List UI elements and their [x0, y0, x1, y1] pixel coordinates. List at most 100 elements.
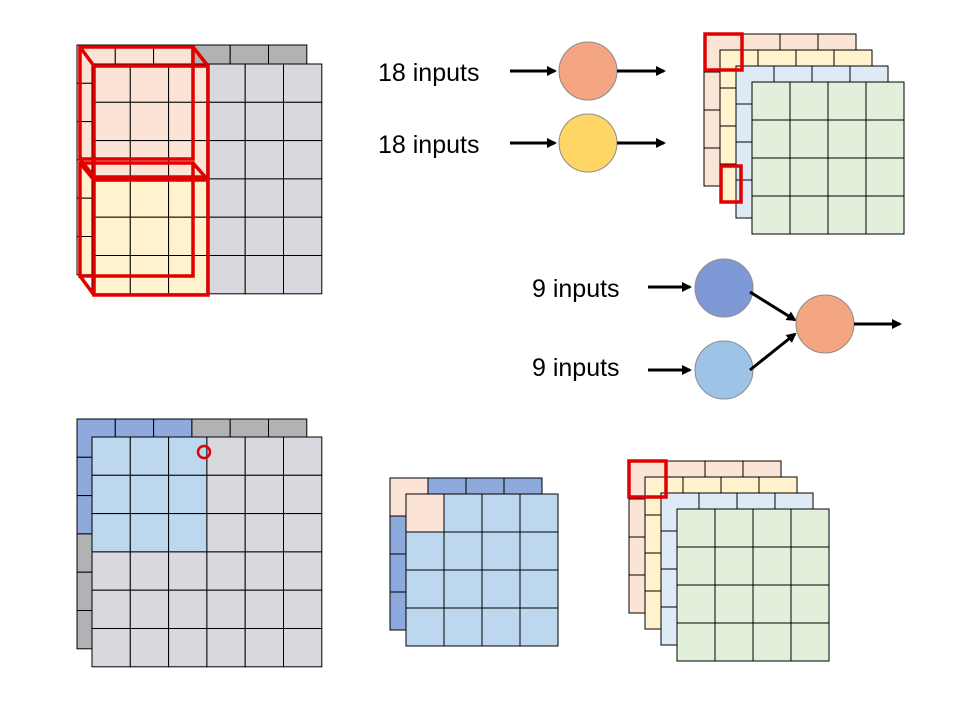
depthwise-output-front-cell: [519, 493, 559, 533]
depthwise-output-front-cell: [443, 569, 483, 609]
kernel-window-top-front: [92, 64, 210, 179]
depthwise-front-layer-cell: [129, 474, 170, 515]
neuron-blue-dark: [694, 258, 754, 318]
depthwise-front-layer-cell: [283, 551, 323, 591]
input-front-layer-cell: [129, 178, 170, 218]
label-top-neuron-2: 18 inputs: [378, 131, 480, 159]
kernel-edge: [78, 161, 96, 182]
input-front-layer-cell: [206, 63, 246, 103]
pointwise-map-green-cell: [714, 546, 754, 586]
depthwise-front-layer-cell: [129, 513, 170, 553]
input-front-layer-cell: [129, 216, 170, 256]
depthwise-output-front-cell: [519, 607, 559, 647]
depthwise-front-layer-cell: [129, 436, 170, 476]
pointwise-map-green-cell: [714, 584, 754, 624]
depthwise-front-layer-cell: [283, 474, 323, 515]
depthwise-front-layer-cell: [91, 513, 131, 553]
depthwise-front-layer-cell: [283, 589, 323, 630]
pointwise-map-green-cell: [752, 584, 792, 624]
depthwise-output-front-cell: [405, 531, 445, 571]
pointwise-cell-highlight: [627, 459, 668, 499]
input-front-layer-cell: [283, 140, 323, 180]
output-map-green-cell: [827, 119, 867, 159]
neuron-output: [795, 294, 855, 354]
kernel-window-bottom-back: [78, 161, 195, 278]
input-front-layer-cell: [244, 178, 284, 218]
depthwise-front-layer-cell: [244, 513, 284, 553]
output-map-green-cell: [865, 81, 905, 121]
depthwise-output-front-cell: [405, 569, 445, 609]
input-front-layer-cell: [91, 63, 131, 103]
kernel-edge: [78, 274, 96, 297]
input-front-layer-cell: [168, 63, 208, 103]
input-front-layer-cell: [244, 255, 284, 295]
pointwise-map-green-cell: [714, 508, 754, 548]
depthwise-front-layer-cell: [91, 589, 131, 630]
output-map-green-cell: [827, 157, 867, 197]
input-front-layer-cell: [206, 140, 246, 180]
depthwise-front-layer-cell: [283, 513, 323, 553]
depthwise-front-layer-cell: [168, 589, 208, 630]
input-front-layer-cell: [129, 101, 170, 142]
neuron-orange: [558, 41, 618, 101]
pointwise-map-green-cell: [790, 546, 830, 586]
input-front-layer-cell: [283, 216, 323, 256]
pointwise-map-green-cell: [676, 546, 716, 586]
pointwise-map-green-cell: [790, 622, 830, 662]
depthwise-front-layer-cell: [283, 436, 323, 476]
depthwise-front-layer-cell: [168, 513, 208, 553]
depthwise-output-front-cell: [443, 607, 483, 647]
depthwise-front-layer-cell: [206, 589, 246, 630]
depthwise-front-layer-cell: [206, 551, 246, 591]
depthwise-front-layer-cell: [244, 551, 284, 591]
input-front-layer-cell: [168, 178, 208, 218]
label-top-neuron-1: 18 inputs: [378, 59, 480, 87]
output-map-green-cell: [865, 119, 905, 159]
arrow-combine-1: [749, 290, 797, 322]
depthwise-front-layer-cell: [244, 628, 284, 668]
depthwise-output-front-cell: [481, 531, 521, 571]
depthwise-front-layer-cell: [129, 551, 170, 591]
depthwise-front-layer-cell: [206, 513, 246, 553]
input-front-layer-cell: [206, 255, 246, 295]
output-map-green-cell: [865, 157, 905, 197]
depthwise-front-layer-cell: [244, 436, 284, 476]
input-front-layer-cell: [206, 216, 246, 256]
output-map-green-cell: [751, 195, 791, 235]
input-front-layer-cell: [283, 63, 323, 103]
input-front-layer-cell: [283, 255, 323, 295]
cursor-marker: [196, 444, 212, 460]
depthwise-front-layer-cell: [91, 628, 131, 668]
depthwise-front-layer-cell: [129, 589, 170, 630]
depthwise-front-layer-cell: [244, 474, 284, 515]
input-front-layer-cell: [244, 101, 284, 142]
arrow-combine-2: [749, 332, 797, 372]
output-map-green-cell: [789, 195, 829, 235]
output-cell-highlight: [703, 32, 744, 72]
depthwise-front-layer-cell: [168, 551, 208, 591]
depthwise-front-layer-cell: [91, 551, 131, 591]
depthwise-front-layer-cell: [206, 628, 246, 668]
pointwise-map-green-cell: [790, 508, 830, 548]
input-front-layer-cell: [244, 216, 284, 256]
output-map-green-cell: [751, 81, 791, 121]
output-map-green-cell: [827, 81, 867, 121]
depthwise-front-layer-cell: [168, 474, 208, 515]
pointwise-map-green-cell: [676, 584, 716, 624]
input-front-layer-cell: [283, 101, 323, 142]
neuron-blue-light: [694, 340, 754, 400]
depthwise-front-layer-cell: [283, 628, 323, 668]
input-front-layer-cell: [129, 63, 170, 103]
pointwise-map-green-cell: [752, 546, 792, 586]
depthwise-front-layer-cell: [91, 436, 131, 476]
label-mid-neuron-2: 9 inputs: [532, 354, 620, 382]
input-front-layer-cell: [91, 178, 131, 218]
depthwise-output-front-cell: [443, 493, 483, 533]
kernel-edge: [78, 45, 96, 68]
depthwise-front-layer-cell: [168, 628, 208, 668]
depthwise-output-front-cell: [519, 569, 559, 609]
depthwise-front-layer-cell: [244, 589, 284, 630]
input-front-layer-cell: [91, 101, 131, 142]
